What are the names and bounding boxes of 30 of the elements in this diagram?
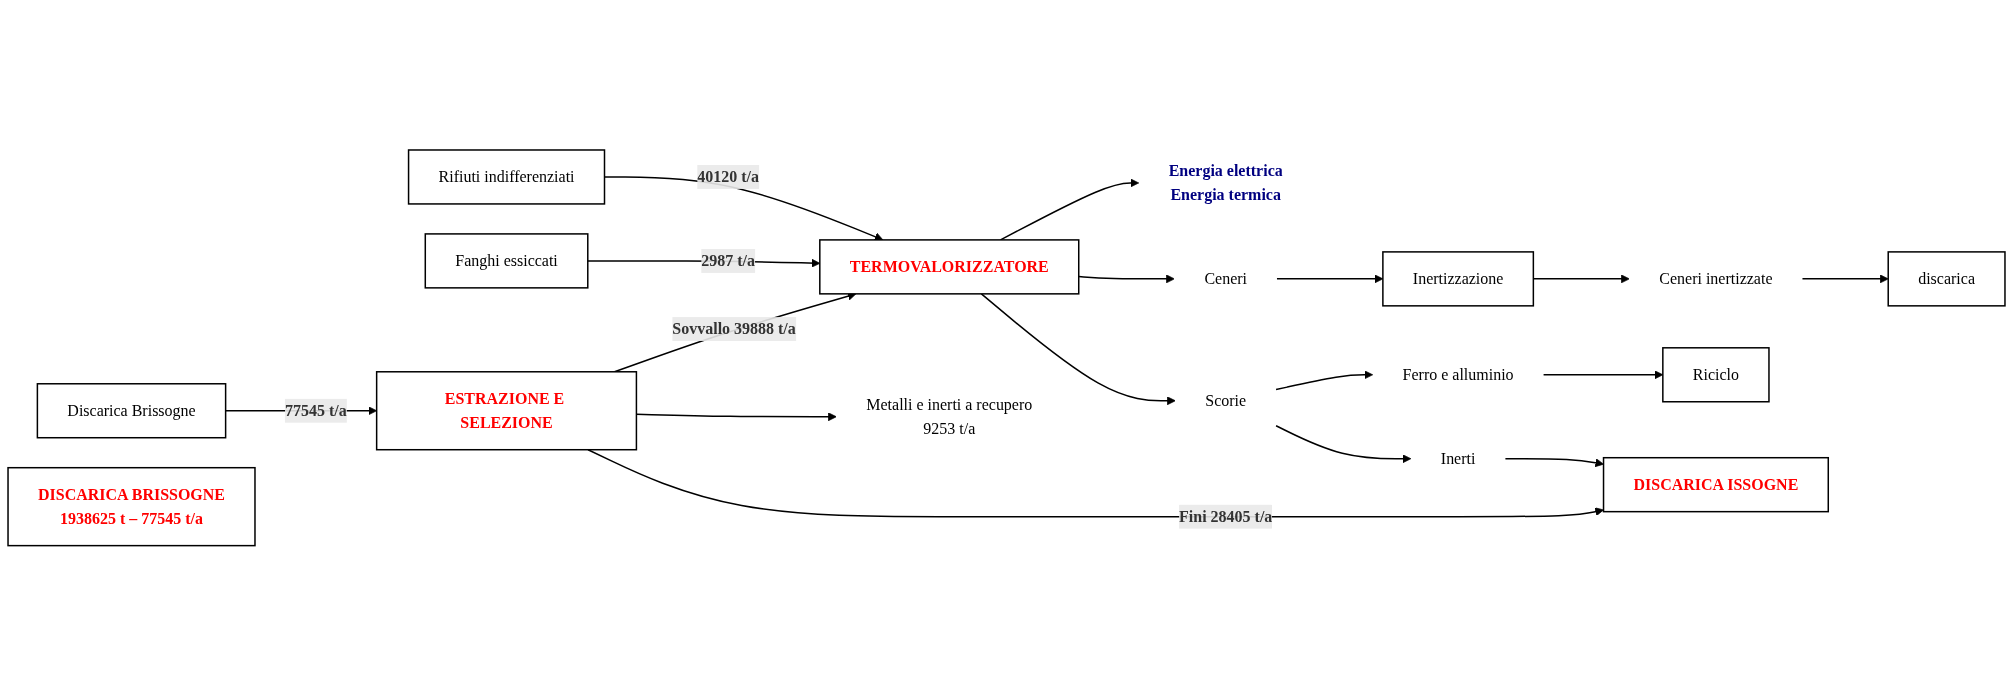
edge-label: 40120 t/a: [697, 167, 759, 185]
edge-label: 2987 t/a: [701, 251, 755, 269]
arrow: [587, 448, 1604, 518]
node-box: DISCARICA BRISSOGNE 1938625 t – 77545 t/a: [7, 466, 256, 547]
node-text: Energia elettrica Energia termica: [1168, 161, 1283, 203]
node-text: Scorie: [1205, 391, 1247, 409]
arrow: [1275, 424, 1412, 463]
edge-label: Fini 28405 t/a: [1179, 507, 1273, 525]
arrow: [980, 292, 1176, 405]
node-box: TERMOVALORIZZATORE: [819, 238, 1080, 295]
node-text: Ferro e alluminio: [1402, 365, 1514, 383]
node-text: Inerti: [1440, 449, 1476, 467]
node-box: Rifiuti indifferenziati: [407, 148, 606, 205]
edge-label: Sovvallo 39888 t/a: [672, 319, 796, 337]
node-box: Inertizzazione: [1382, 250, 1535, 307]
arrow: [1078, 274, 1175, 283]
node-box: Riciclo: [1662, 346, 1770, 403]
node-text: Ceneri inertizzate: [1659, 269, 1773, 287]
node-box: DISCARICA ISSOGNE: [1602, 456, 1829, 513]
node-box: ESTRAZIONE E SELEZIONE: [375, 370, 638, 451]
node-box: Fanghi essiccati: [424, 232, 589, 289]
arrow: [999, 178, 1140, 241]
node-text: Metalli e inerti a recupero 9253 t/a: [866, 395, 1033, 437]
arrow: [1801, 274, 1889, 283]
node-box: Discarica Brissogne: [36, 382, 227, 439]
node-box: discarica: [1887, 250, 2006, 307]
node-text: Ceneri: [1204, 269, 1247, 287]
edge-label: 77545 t/a: [284, 401, 347, 419]
arrow: [1504, 457, 1604, 467]
arrow: [1275, 370, 1374, 390]
